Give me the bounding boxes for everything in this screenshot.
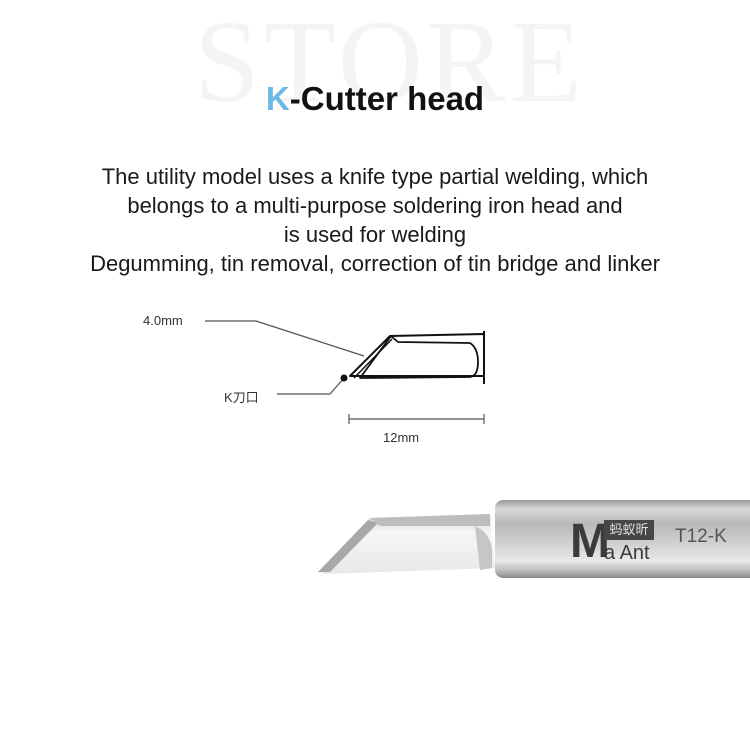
- shaft: M 蚂蚁昕 a Ant T12-K: [495, 500, 750, 578]
- page-title: K-Cutter head: [0, 80, 750, 118]
- product-photo: M 蚂蚁昕 a Ant T12-K: [300, 490, 750, 590]
- description-line: Degumming, tin removal, correction of ti…: [90, 251, 660, 276]
- logo-m: M: [570, 515, 610, 568]
- width-label: 4.0mm: [143, 313, 183, 328]
- model-label: T12-K: [675, 526, 727, 547]
- description-line: belongs to a multi-purpose soldering iro…: [127, 193, 623, 218]
- length-label: 12mm: [383, 430, 420, 445]
- blade-photo: [318, 514, 495, 574]
- logo-english: a Ant: [604, 542, 650, 564]
- logo-chinese: 蚂蚁昕: [604, 520, 654, 540]
- tip-diagram: [205, 320, 690, 424]
- description-line: The utility model uses a knife type part…: [101, 164, 649, 189]
- store-watermark: STORE: [194, 0, 586, 127]
- edge-label: K刀口: [224, 390, 259, 405]
- description: The utility model uses a knife type part…: [0, 162, 750, 278]
- title-accent: K: [265, 80, 290, 117]
- title-rest: -Cutter head: [289, 80, 485, 117]
- description-line: is used for welding: [283, 222, 467, 247]
